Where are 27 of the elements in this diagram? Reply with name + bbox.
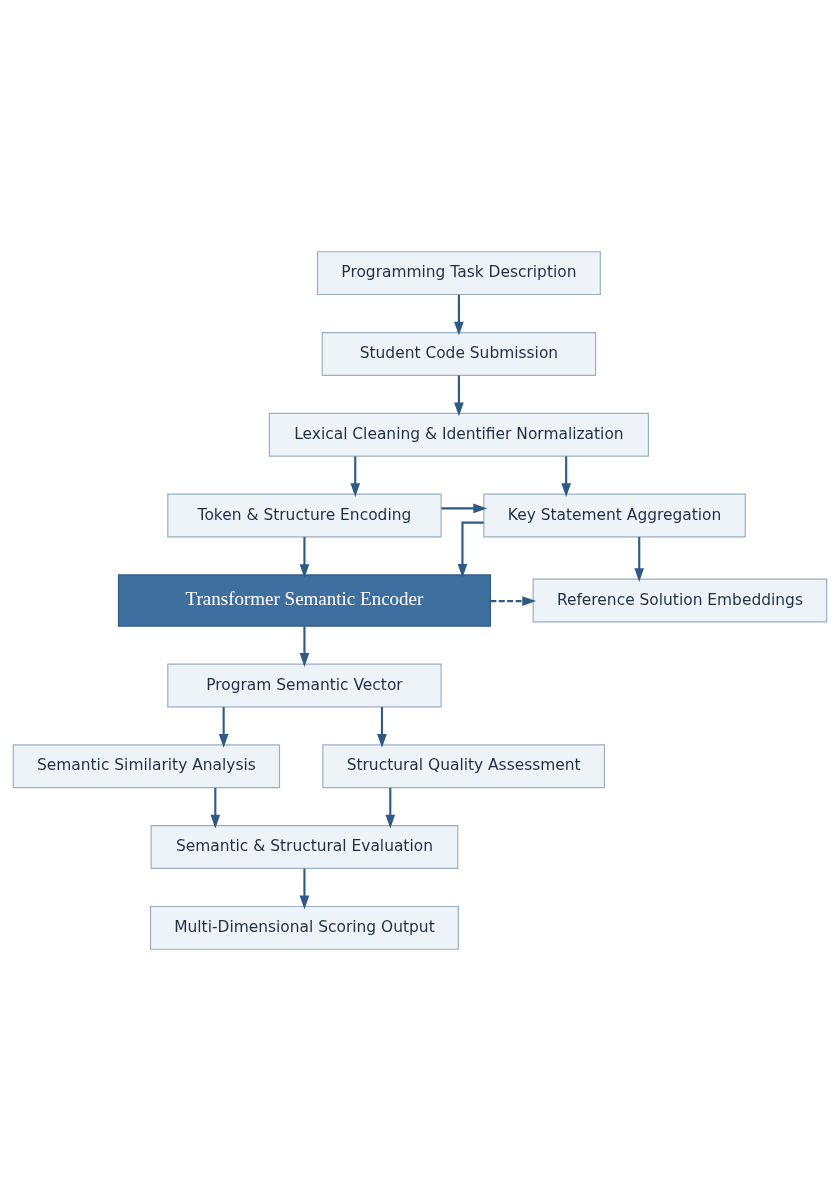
node-box: Lexical Cleaning & Identifier Normalization <box>268 412 650 457</box>
arrow <box>299 536 310 578</box>
arrow <box>634 536 645 582</box>
node-box: Program Semantic Vector <box>167 662 442 707</box>
node-box: Programming Task Description <box>316 250 601 295</box>
arrow <box>218 706 229 748</box>
arrow <box>454 294 464 335</box>
node-box: Student Code Submission <box>321 331 597 376</box>
node-box: Multi-Dimensional Scoring Output <box>149 905 459 950</box>
node-box: Key Statement Aggregation <box>483 493 746 538</box>
arrow <box>457 521 484 578</box>
node-box: Reference Solution Embeddings <box>532 578 828 622</box>
node-box: Semantic & Structural Evaluation <box>150 824 459 869</box>
arrow <box>350 455 361 497</box>
arrow <box>454 375 464 416</box>
arrow <box>561 455 571 497</box>
node-box: Transformer Semantic Encoder <box>117 573 491 627</box>
arrow <box>299 625 310 667</box>
arrow <box>490 595 537 606</box>
arrow <box>210 787 221 829</box>
arrow <box>441 503 488 513</box>
node-box: Token & Structure Encoding <box>167 493 442 538</box>
node-box: Structural Quality Assessment <box>322 743 606 788</box>
node-box: Semantic Similarity Analysis <box>12 743 281 788</box>
arrow <box>299 868 310 909</box>
arrow <box>377 706 387 748</box>
arrow <box>385 787 396 829</box>
